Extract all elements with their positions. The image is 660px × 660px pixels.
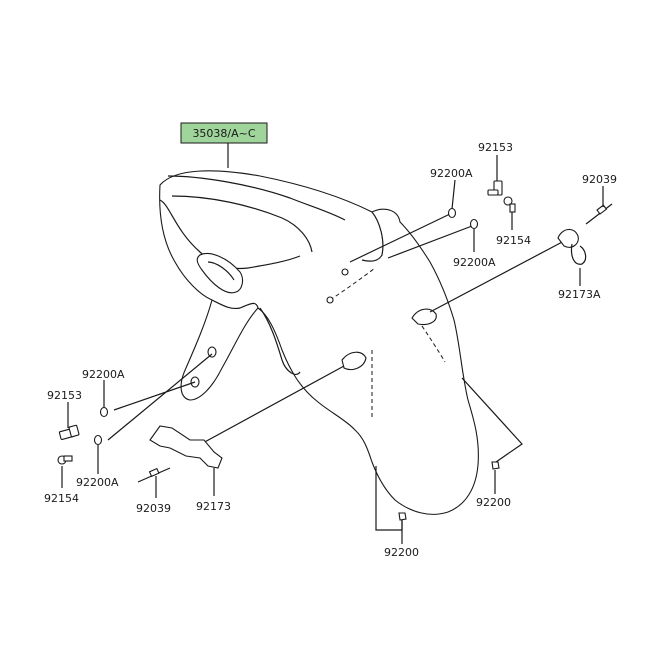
nut-92200-right[interactable] <box>491 461 500 470</box>
nut-hardware <box>398 461 500 544</box>
main-part-label[interactable]: 35038/A~C <box>192 127 255 140</box>
line-right-mid <box>387 225 473 259</box>
washer-92200A-left-1[interactable] <box>99 406 109 418</box>
label-92153-right[interactable]: 92153 <box>478 141 513 154</box>
spacer-92153-left[interactable] <box>58 424 80 441</box>
line-left-clip <box>189 365 345 451</box>
label-92200A-right-2[interactable]: 92200A <box>453 256 496 269</box>
nut-92200-bottom[interactable] <box>398 512 407 521</box>
right-hardware <box>447 155 613 286</box>
label-92200A-left-2[interactable]: 92200A <box>76 476 119 489</box>
label-92154-right[interactable]: 92154 <box>496 234 531 247</box>
main-part-callout[interactable]: 35038/A~C <box>180 122 268 168</box>
clip-92173A[interactable] <box>557 228 579 248</box>
label-92173[interactable]: 92173 <box>196 500 231 513</box>
screw-92154-left[interactable] <box>57 455 73 465</box>
label-92200-bottom[interactable]: 92200 <box>384 546 419 559</box>
mount-tab-center <box>341 351 367 371</box>
mount-tab-right <box>411 308 437 326</box>
screw-92154-right[interactable] <box>503 196 516 213</box>
fender-top-inner <box>171 195 313 253</box>
line-right-clip <box>429 239 567 313</box>
mount-hole-4 <box>326 296 334 304</box>
fender-hidden-edge-1 <box>329 267 376 301</box>
label-92039-right[interactable]: 92039 <box>582 173 617 186</box>
washer-92200A-left-2[interactable] <box>93 434 103 446</box>
mount-hole-3 <box>341 268 349 276</box>
clip-92173A-hook <box>570 243 587 265</box>
label-92154-left[interactable]: 92154 <box>44 492 79 505</box>
line-left-lower <box>107 353 213 441</box>
fender-leg-inner <box>259 307 301 375</box>
cable-tie-92039-left-head <box>148 467 160 478</box>
spacer-92153-right[interactable] <box>487 180 503 196</box>
leader-92200A-right-1 <box>451 179 456 210</box>
fender-vent <box>196 253 244 294</box>
cable-tie-92039-right[interactable] <box>585 203 613 225</box>
label-92039-left[interactable]: 92039 <box>136 502 171 515</box>
cable-tie-92039-right-head <box>596 204 608 215</box>
label-92200A-left-1[interactable]: 92200A <box>82 368 125 381</box>
label-92173A[interactable]: 92173A <box>558 288 601 301</box>
line-right-upper <box>349 213 451 263</box>
fender-leg-left <box>211 299 259 310</box>
part-labels: 92153 92200A 92154 92200A 92039 92173A 9… <box>44 141 617 559</box>
line-left-upper <box>113 381 196 411</box>
front-fender <box>159 170 479 515</box>
left-hardware <box>57 380 223 498</box>
washer-92200A-right-2[interactable] <box>469 218 479 230</box>
clip-92173[interactable] <box>149 425 223 469</box>
fender-rear-curve <box>361 211 384 262</box>
line-right-bracket <box>461 377 523 463</box>
label-92153-left[interactable]: 92153 <box>47 389 82 402</box>
main-part-label-box[interactable] <box>180 122 268 144</box>
label-92200-right[interactable]: 92200 <box>476 496 511 509</box>
fender-vent-inner <box>207 261 235 281</box>
label-92200A-right-1[interactable]: 92200A <box>430 167 473 180</box>
washer-92200A-right-1[interactable] <box>447 207 457 219</box>
fender-top-ridge <box>167 175 346 221</box>
mount-hole-1 <box>207 346 217 358</box>
